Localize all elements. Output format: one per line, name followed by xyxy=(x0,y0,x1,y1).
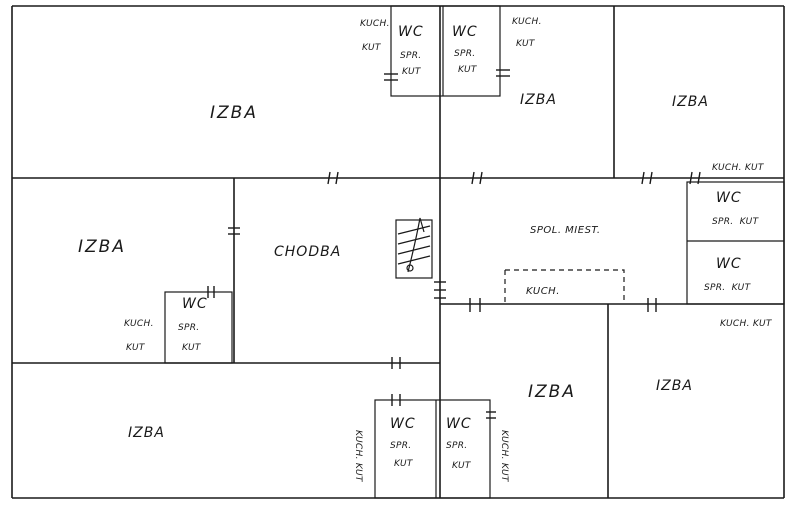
room-izba-bottom-right: IZBA xyxy=(656,378,693,394)
label-spr-bottom-2: SPR. xyxy=(446,441,467,451)
label-spr-top-1: SPR. xyxy=(400,51,421,61)
label-spr-right-2: SPR. xyxy=(704,283,725,293)
label-kut-top-2: KUT xyxy=(458,65,478,75)
label-wc-bottom-2: WC xyxy=(446,416,472,432)
room-spol-miest: SPOL. MIEST. xyxy=(530,225,601,236)
label-wc-bottom-1: WC xyxy=(390,416,416,432)
room-izba-top-mid: IZBA xyxy=(520,92,557,108)
label-kuch-kut-right-top: KUCH. KUT xyxy=(712,163,765,173)
label-kut-top-left: KUT xyxy=(362,43,382,53)
room-izba-top-right: IZBA xyxy=(672,94,709,110)
label-wc-top-2: WC xyxy=(452,24,478,40)
label-kuch-kut-right-bottom: KUCH. KUT xyxy=(720,319,773,329)
room-chodba: CHODBA xyxy=(274,244,341,260)
interior-walls xyxy=(12,5,785,499)
label-wc-top-1: WC xyxy=(398,24,424,40)
label-kuch-kut-bottom-right: KUCH. KUT xyxy=(499,430,509,483)
label-spr-kut-right-2: SPR. KUT xyxy=(704,283,752,293)
label-spr-kut-right-1: SPR. KUT xyxy=(712,217,760,227)
label-spr-left: SPR. xyxy=(178,323,199,333)
label-kut-right-2: KUT xyxy=(732,283,752,293)
label-kut-top-1: KUT xyxy=(402,67,422,77)
room-kuch-center: KUCH. xyxy=(526,286,560,297)
label-spr-bottom-1: SPR. xyxy=(390,441,411,451)
room-izba-top-left: IZBA xyxy=(210,103,258,123)
label-kuch-kut-bottom-left: KUCH. KUT xyxy=(353,430,363,483)
label-wc-right-2: WC xyxy=(716,256,742,272)
room-izba-mid-left: IZBA xyxy=(78,237,126,257)
label-kut-left: KUT xyxy=(126,343,146,353)
label-kut-top-right: KUT xyxy=(516,39,536,49)
label-kuch-left: KUCH. xyxy=(124,319,154,329)
stairs-icon xyxy=(395,217,433,279)
label-spr-right-1: SPR. xyxy=(712,217,733,227)
room-izba-bottom-mid: IZBA xyxy=(528,382,576,402)
label-kuch-top-right: KUCH. xyxy=(512,17,542,27)
door-marks xyxy=(207,69,701,419)
label-wc-left: WC xyxy=(182,296,208,312)
label-kut-right-1: KUT xyxy=(740,217,760,227)
label-spr-top-2: SPR. xyxy=(454,49,475,59)
label-kut-left-wc: KUT xyxy=(182,343,202,353)
label-kut-bottom-1: KUT xyxy=(394,459,414,469)
label-kut-bottom-2: KUT xyxy=(452,461,472,471)
label-wc-right-1: WC xyxy=(716,190,742,206)
room-izba-bottom-left: IZBA xyxy=(128,425,165,441)
label-kuch-top-left: KUCH. xyxy=(360,19,390,29)
